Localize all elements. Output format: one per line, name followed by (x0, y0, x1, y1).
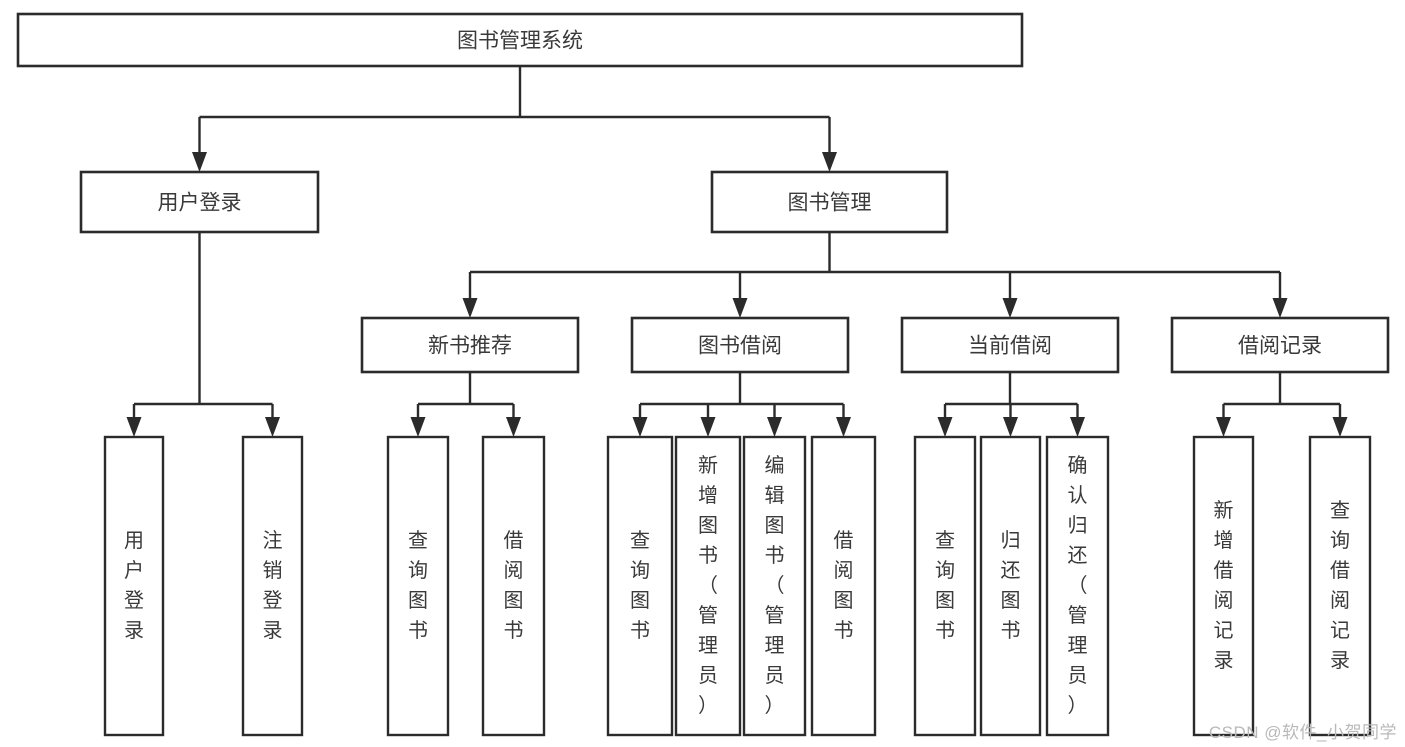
arrow-head-icon (1272, 298, 1288, 318)
node-rect (606, 435, 674, 737)
arrow-head-icon (462, 298, 478, 318)
node-label: 用户登录 (158, 192, 242, 215)
node-label: 图书管理系统 (457, 30, 583, 53)
node-leaf-borrow-book-1[interactable]: 借阅图书 (481, 435, 546, 737)
node-rect (360, 316, 580, 374)
arrow-head-icon (126, 417, 142, 437)
node-leaf-add-book[interactable]: 新增图书（管理员） (674, 435, 742, 737)
arrow-head-icon (1070, 417, 1085, 437)
node-label: 新书推荐 (428, 335, 512, 358)
node-label: 图书借阅 (698, 335, 782, 358)
node-rect (810, 435, 877, 737)
connector-group-current-borrow (937, 372, 1085, 437)
connector-group-user-login (126, 232, 280, 437)
arrow-head-icon (822, 152, 837, 172)
arrow-head-icon (700, 417, 716, 437)
arrow-head-icon (632, 417, 648, 437)
arrow-head-icon (506, 417, 521, 437)
node-rect (900, 316, 1120, 374)
node-rect (674, 435, 742, 737)
connector-group-book-borrow (632, 372, 851, 437)
node-label: 借阅记录 (1238, 335, 1322, 358)
node-leaf-query-book-2[interactable]: 查询图书 (606, 435, 674, 737)
node-leaf-query-book-3[interactable]: 查询图书 (913, 435, 977, 737)
arrow-head-icon (937, 417, 953, 437)
connector-group-new-book-rec (410, 372, 521, 437)
node-label: 新增借阅记录 (1214, 499, 1234, 672)
arrow-head-icon (410, 417, 426, 437)
arrow-head-icon (1216, 417, 1231, 437)
node-current-borrow[interactable]: 当前借阅 (900, 316, 1120, 374)
node-label: 图书管理 (788, 192, 872, 215)
node-rect (630, 316, 850, 374)
edge-layer (126, 66, 1348, 437)
node-label: 查询图书 (408, 529, 428, 642)
node-borrow-record[interactable]: 借阅记录 (1170, 316, 1390, 374)
node-rect (386, 435, 450, 737)
node-rect (103, 435, 165, 737)
node-layer: 图书管理系统用户登录图书管理新书推荐图书借阅当前借阅借阅记录用户登录注销登录查询… (16, 12, 1390, 737)
node-leaf-add-record[interactable]: 新增借阅记录 (1192, 435, 1255, 737)
arrow-head-icon (1003, 417, 1018, 437)
arrow-head-icon (265, 417, 280, 437)
arrow-head-icon (836, 417, 851, 437)
node-rect (979, 435, 1042, 737)
node-rect (710, 170, 949, 234)
arrow-head-icon (1332, 417, 1348, 437)
node-leaf-borrow-book-2[interactable]: 借阅图书 (810, 435, 877, 737)
node-root[interactable]: 图书管理系统 (16, 12, 1024, 68)
node-rect (1045, 435, 1110, 737)
node-leaf-query-book-1[interactable]: 查询图书 (386, 435, 450, 737)
node-label: 借阅图书 (504, 529, 524, 642)
node-label: 查询图书 (630, 529, 650, 642)
node-book-manage[interactable]: 图书管理 (710, 170, 949, 234)
node-rect (1192, 435, 1255, 737)
arrow-head-icon (1002, 298, 1018, 318)
node-rect (79, 170, 320, 234)
connector-group-borrow-record (1216, 372, 1348, 437)
node-label: 确认归还（管理员） (1068, 454, 1088, 717)
node-user-login[interactable]: 用户登录 (79, 170, 320, 234)
arrow-head-icon (192, 152, 207, 172)
node-rect (1170, 316, 1390, 374)
node-leaf-logout[interactable]: 注销登录 (241, 435, 304, 737)
node-label: 编辑图书（管理员） (765, 454, 785, 717)
node-leaf-edit-book[interactable]: 编辑图书（管理员） (742, 435, 807, 737)
node-new-book-rec[interactable]: 新书推荐 (360, 316, 580, 374)
node-rect (1308, 435, 1372, 737)
node-label: 当前借阅 (968, 335, 1052, 358)
node-label: 用户登录 (124, 530, 144, 642)
node-leaf-confirm-return[interactable]: 确认归还（管理员） (1045, 435, 1110, 737)
node-rect (16, 12, 1024, 68)
node-rect (913, 435, 977, 737)
node-label: 查询图书 (935, 529, 955, 642)
node-book-borrow[interactable]: 图书借阅 (630, 316, 850, 374)
node-rect (481, 435, 546, 737)
node-leaf-query-record[interactable]: 查询借阅记录 (1308, 435, 1372, 737)
node-label: 借阅图书 (834, 529, 854, 642)
node-label: 查询借阅记录 (1330, 499, 1350, 672)
node-rect (742, 435, 807, 737)
connector-group-book-manage (462, 232, 1288, 318)
arrow-head-icon (732, 298, 748, 318)
node-leaf-user-login[interactable]: 用户登录 (103, 435, 165, 737)
node-leaf-return-book[interactable]: 归还图书 (979, 435, 1042, 737)
node-label: 归还图书 (1001, 529, 1021, 642)
node-label: 注销登录 (263, 529, 283, 642)
arrow-head-icon (767, 417, 782, 437)
connector-group-root (192, 66, 837, 172)
node-rect (241, 435, 304, 737)
node-label: 新增图书（管理员） (698, 454, 718, 717)
